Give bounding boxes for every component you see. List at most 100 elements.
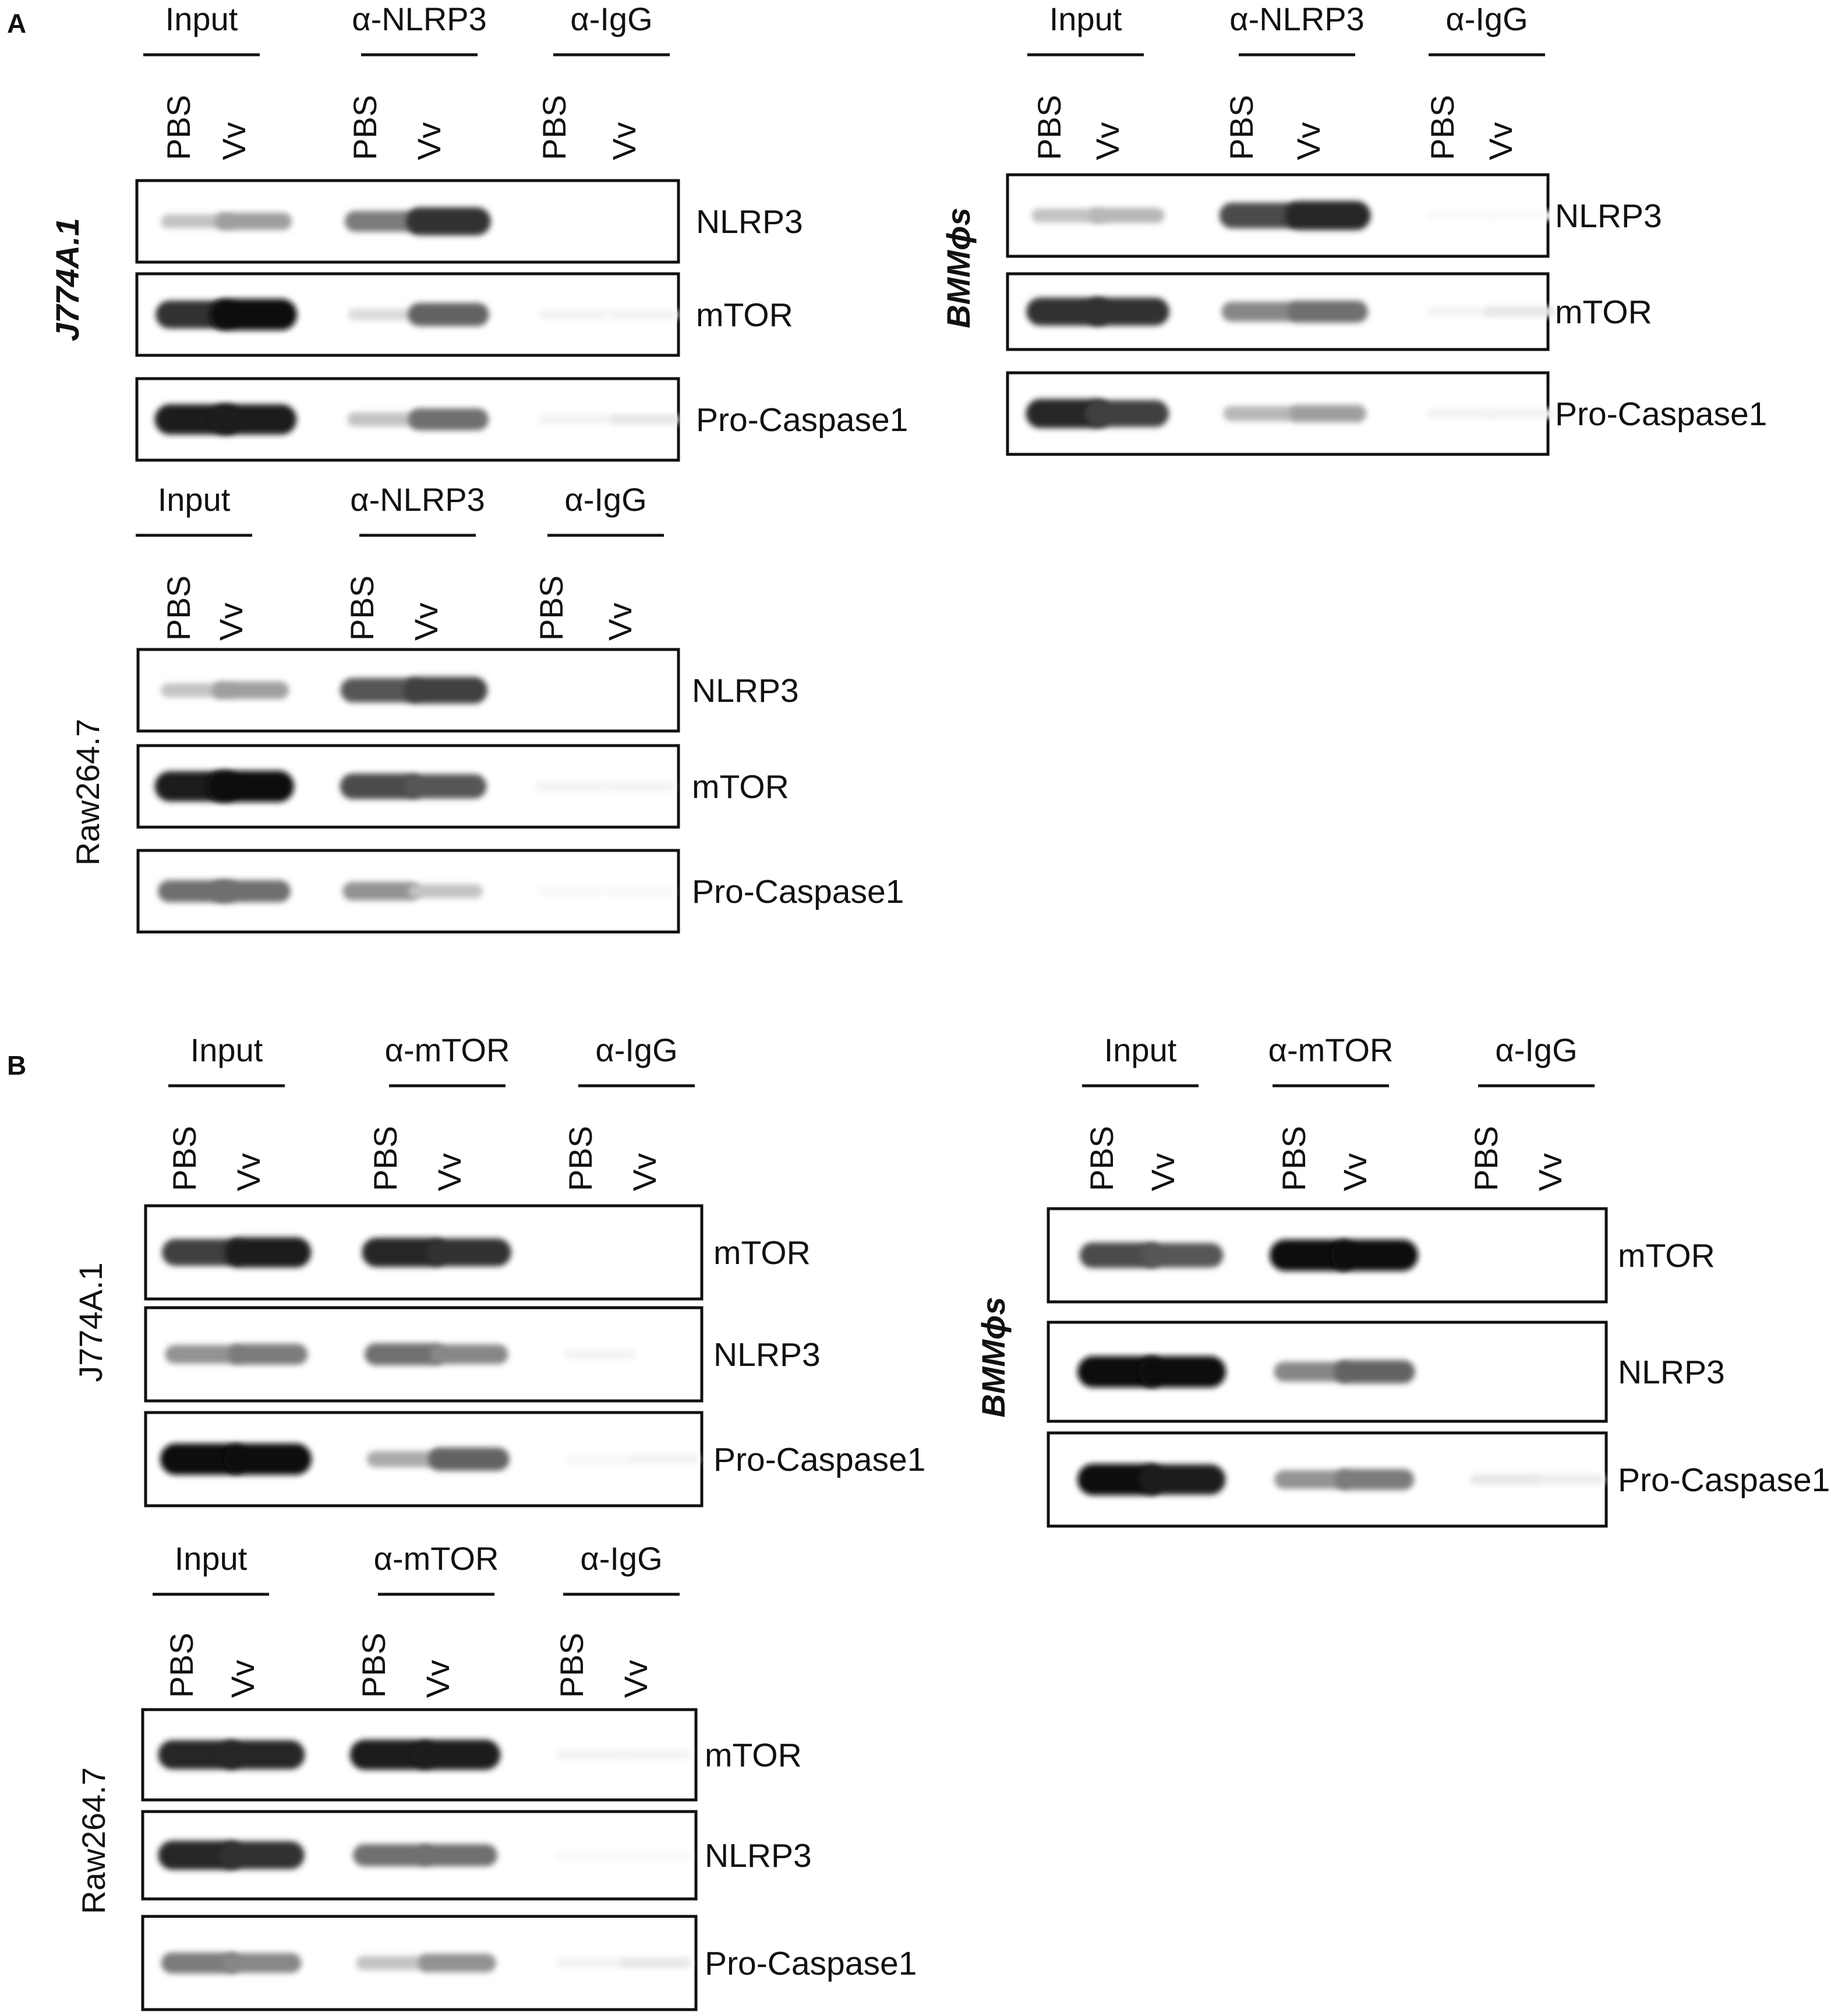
western-band [564,1350,635,1359]
protein-label: NLRP3 [1555,197,1662,235]
group-title: α-NLRP3 [1229,1,1365,37]
lane-label: PBS [160,576,197,641]
western-band [413,1739,501,1770]
lane-label: Vv [215,122,252,160]
western-band [224,1237,312,1267]
cell-line-label: BMMϕs [940,207,977,328]
western-band [620,1851,691,1860]
panel-label-b: B [7,1050,26,1081]
group-title: α-NLRP3 [350,481,485,518]
western-band [538,310,609,319]
western-band [344,211,425,232]
lane-label: Vv [213,603,249,641]
western-band [207,771,294,802]
lane-label: PBS [1468,1126,1504,1191]
group-title: α-IgG [564,481,646,518]
protein-label: NLRP3 [713,1336,821,1374]
western-band [429,1344,508,1364]
group-title: Input [1049,1,1122,37]
western-band [408,408,489,430]
western-band [408,884,483,898]
lane-label: PBS [166,1126,203,1191]
protein-label: NLRP3 [705,1837,812,1874]
protein-label: NLRP3 [696,203,803,241]
western-band [608,310,679,319]
lane-label: Vv [1144,1153,1181,1191]
western-band [1533,1474,1606,1485]
western-band [556,1851,627,1860]
cell-line-label: Raw264.7 [69,719,106,866]
western-band [620,1750,691,1760]
western-band [210,404,297,435]
panel-label-a: A [7,8,26,38]
protein-label: Pro-Caspase1 [1555,396,1767,433]
group-title: Input [158,481,231,518]
lane-label: Vv [1532,1153,1568,1191]
western-band [535,887,606,896]
cell-line-label: J774A.1 [49,218,86,341]
western-band [535,782,606,791]
western-band [347,412,422,426]
western-band [428,1447,510,1471]
western-band [210,299,297,330]
western-band [1219,203,1303,228]
protein-label: Pro-Caspase1 [713,1441,925,1478]
lane-label: PBS [1424,95,1461,160]
western-band [220,1841,305,1869]
western-band [228,1344,308,1365]
lane-label: Vv [1482,122,1519,160]
lane-label: PBS [367,1126,404,1191]
group-title: Input [165,1,238,37]
group-title: Input [190,1032,263,1068]
group-title: α-IgG [570,1,652,37]
group-title: α-IgG [580,1540,662,1577]
western-band [1089,208,1165,223]
western-band [1426,307,1497,316]
western-band [1485,211,1556,220]
lane-label: PBS [1275,1126,1312,1191]
western-band [1223,406,1299,421]
lane-label: PBS [1031,95,1068,160]
lane-label: Vv [1337,1153,1373,1191]
western-band [1426,211,1497,220]
western-band [356,1956,430,1970]
lane-label: Vv [408,603,444,641]
lane-label: Vv [1089,122,1126,160]
western-band [1274,1362,1353,1382]
lane-label: Vv [230,1153,267,1191]
group-title: α-mTOR [374,1540,499,1577]
group-title: α-mTOR [1268,1032,1394,1068]
western-band [408,303,489,326]
western-band [619,1958,691,1968]
lane-label: Vv [617,1660,654,1698]
western-band [215,213,292,230]
protein-label: mTOR [713,1234,811,1272]
western-band [556,1958,627,1968]
lane-label: PBS [1083,1126,1120,1191]
western-band [426,1238,511,1266]
western-band [404,677,487,704]
western-band [1288,301,1368,323]
western-band [1484,306,1556,317]
lane-label: PBS [533,576,570,641]
protein-label: mTOR [696,296,793,334]
lane-label: Vv [431,1153,468,1191]
western-band [564,1454,635,1464]
western-band [1426,409,1497,418]
western-band [1285,201,1371,230]
group-title: Input [1104,1032,1177,1068]
lane-label: Vv [224,1660,261,1698]
western-band [366,1451,443,1467]
group-title: α-mTOR [385,1032,510,1068]
western-band [1221,302,1300,322]
western-band [162,1239,246,1266]
western-band [342,882,420,901]
cell-line-label: J774A.1 [72,1262,109,1382]
western-band [1334,1360,1415,1383]
western-band [212,682,289,699]
group-title: α-IgG [595,1032,677,1068]
protein-label: mTOR [1555,294,1652,331]
western-band [1485,409,1556,418]
